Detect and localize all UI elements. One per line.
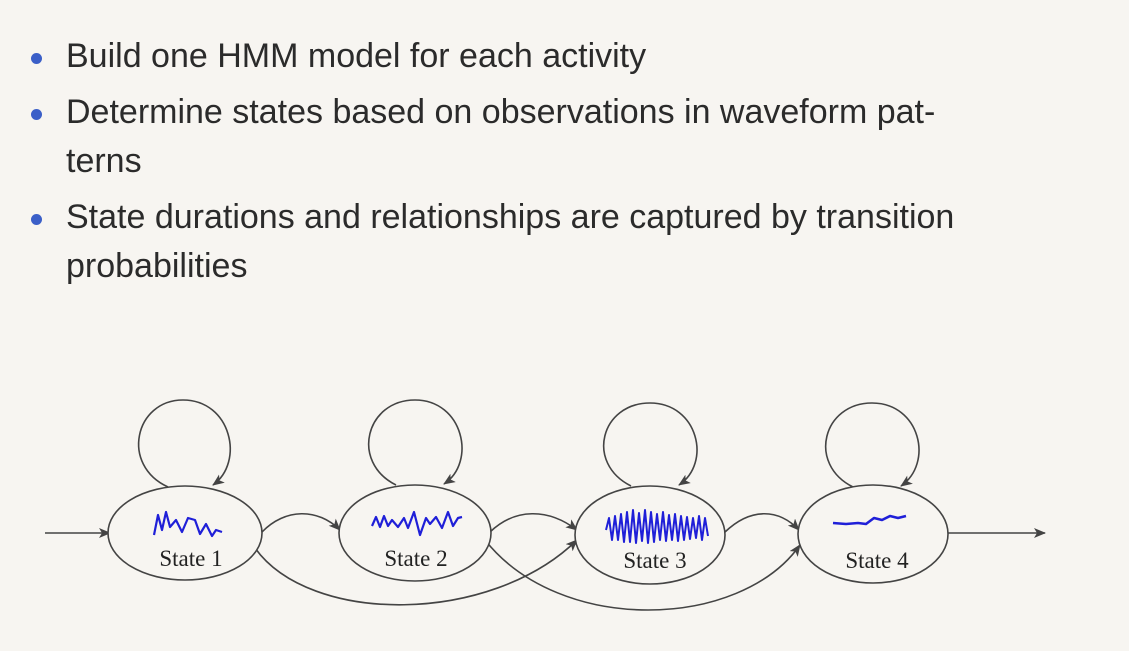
bullet-list: Build one HMM model for each activity De… (28, 32, 1108, 298)
bullet-item-1: Build one HMM model for each activity (28, 32, 1108, 81)
waveform-glyph-icon (605, 509, 709, 544)
bullet-text-line-2: terns (66, 142, 142, 180)
bullet-text-line-2: probabilities (66, 247, 248, 285)
state-node-2: State 2 (338, 484, 492, 582)
bullet-text: Build one HMM model for each activity (66, 37, 647, 75)
bullet-text-line-1: State durations and relationships are ca… (66, 198, 955, 236)
bullet-text-line-1: Determine states based on observations i… (66, 93, 936, 131)
self-loop-arrow-icon (824, 402, 920, 488)
skip-transition-arrow-icon (254, 539, 578, 606)
state-label: State 2 (384, 546, 447, 571)
self-loop-arrow-icon (367, 399, 463, 486)
state-node-3: State 3 (574, 485, 726, 585)
bullet-item-3: State durations and relationships are ca… (28, 193, 1108, 291)
transition-arrow-icon (724, 512, 800, 533)
waveform-glyph-icon (370, 510, 463, 537)
skip-transition-arrow-icon (484, 539, 801, 611)
waveform-glyph-icon (152, 510, 223, 538)
transition-arrow-icon (489, 513, 578, 533)
state-label: State 3 (623, 548, 686, 573)
state-node-4: State 4 (797, 484, 949, 584)
self-loop-arrow-icon (602, 402, 698, 487)
state-node-1: State 1 (107, 485, 263, 581)
state-label: State 4 (845, 548, 909, 573)
transition-arrow-icon (261, 512, 341, 533)
waveform-glyph-icon (832, 514, 907, 526)
self-loop-arrow-icon (138, 399, 231, 488)
state-label: State 1 (159, 546, 222, 571)
bullet-item-2: Determine states based on observations i… (28, 88, 1108, 186)
